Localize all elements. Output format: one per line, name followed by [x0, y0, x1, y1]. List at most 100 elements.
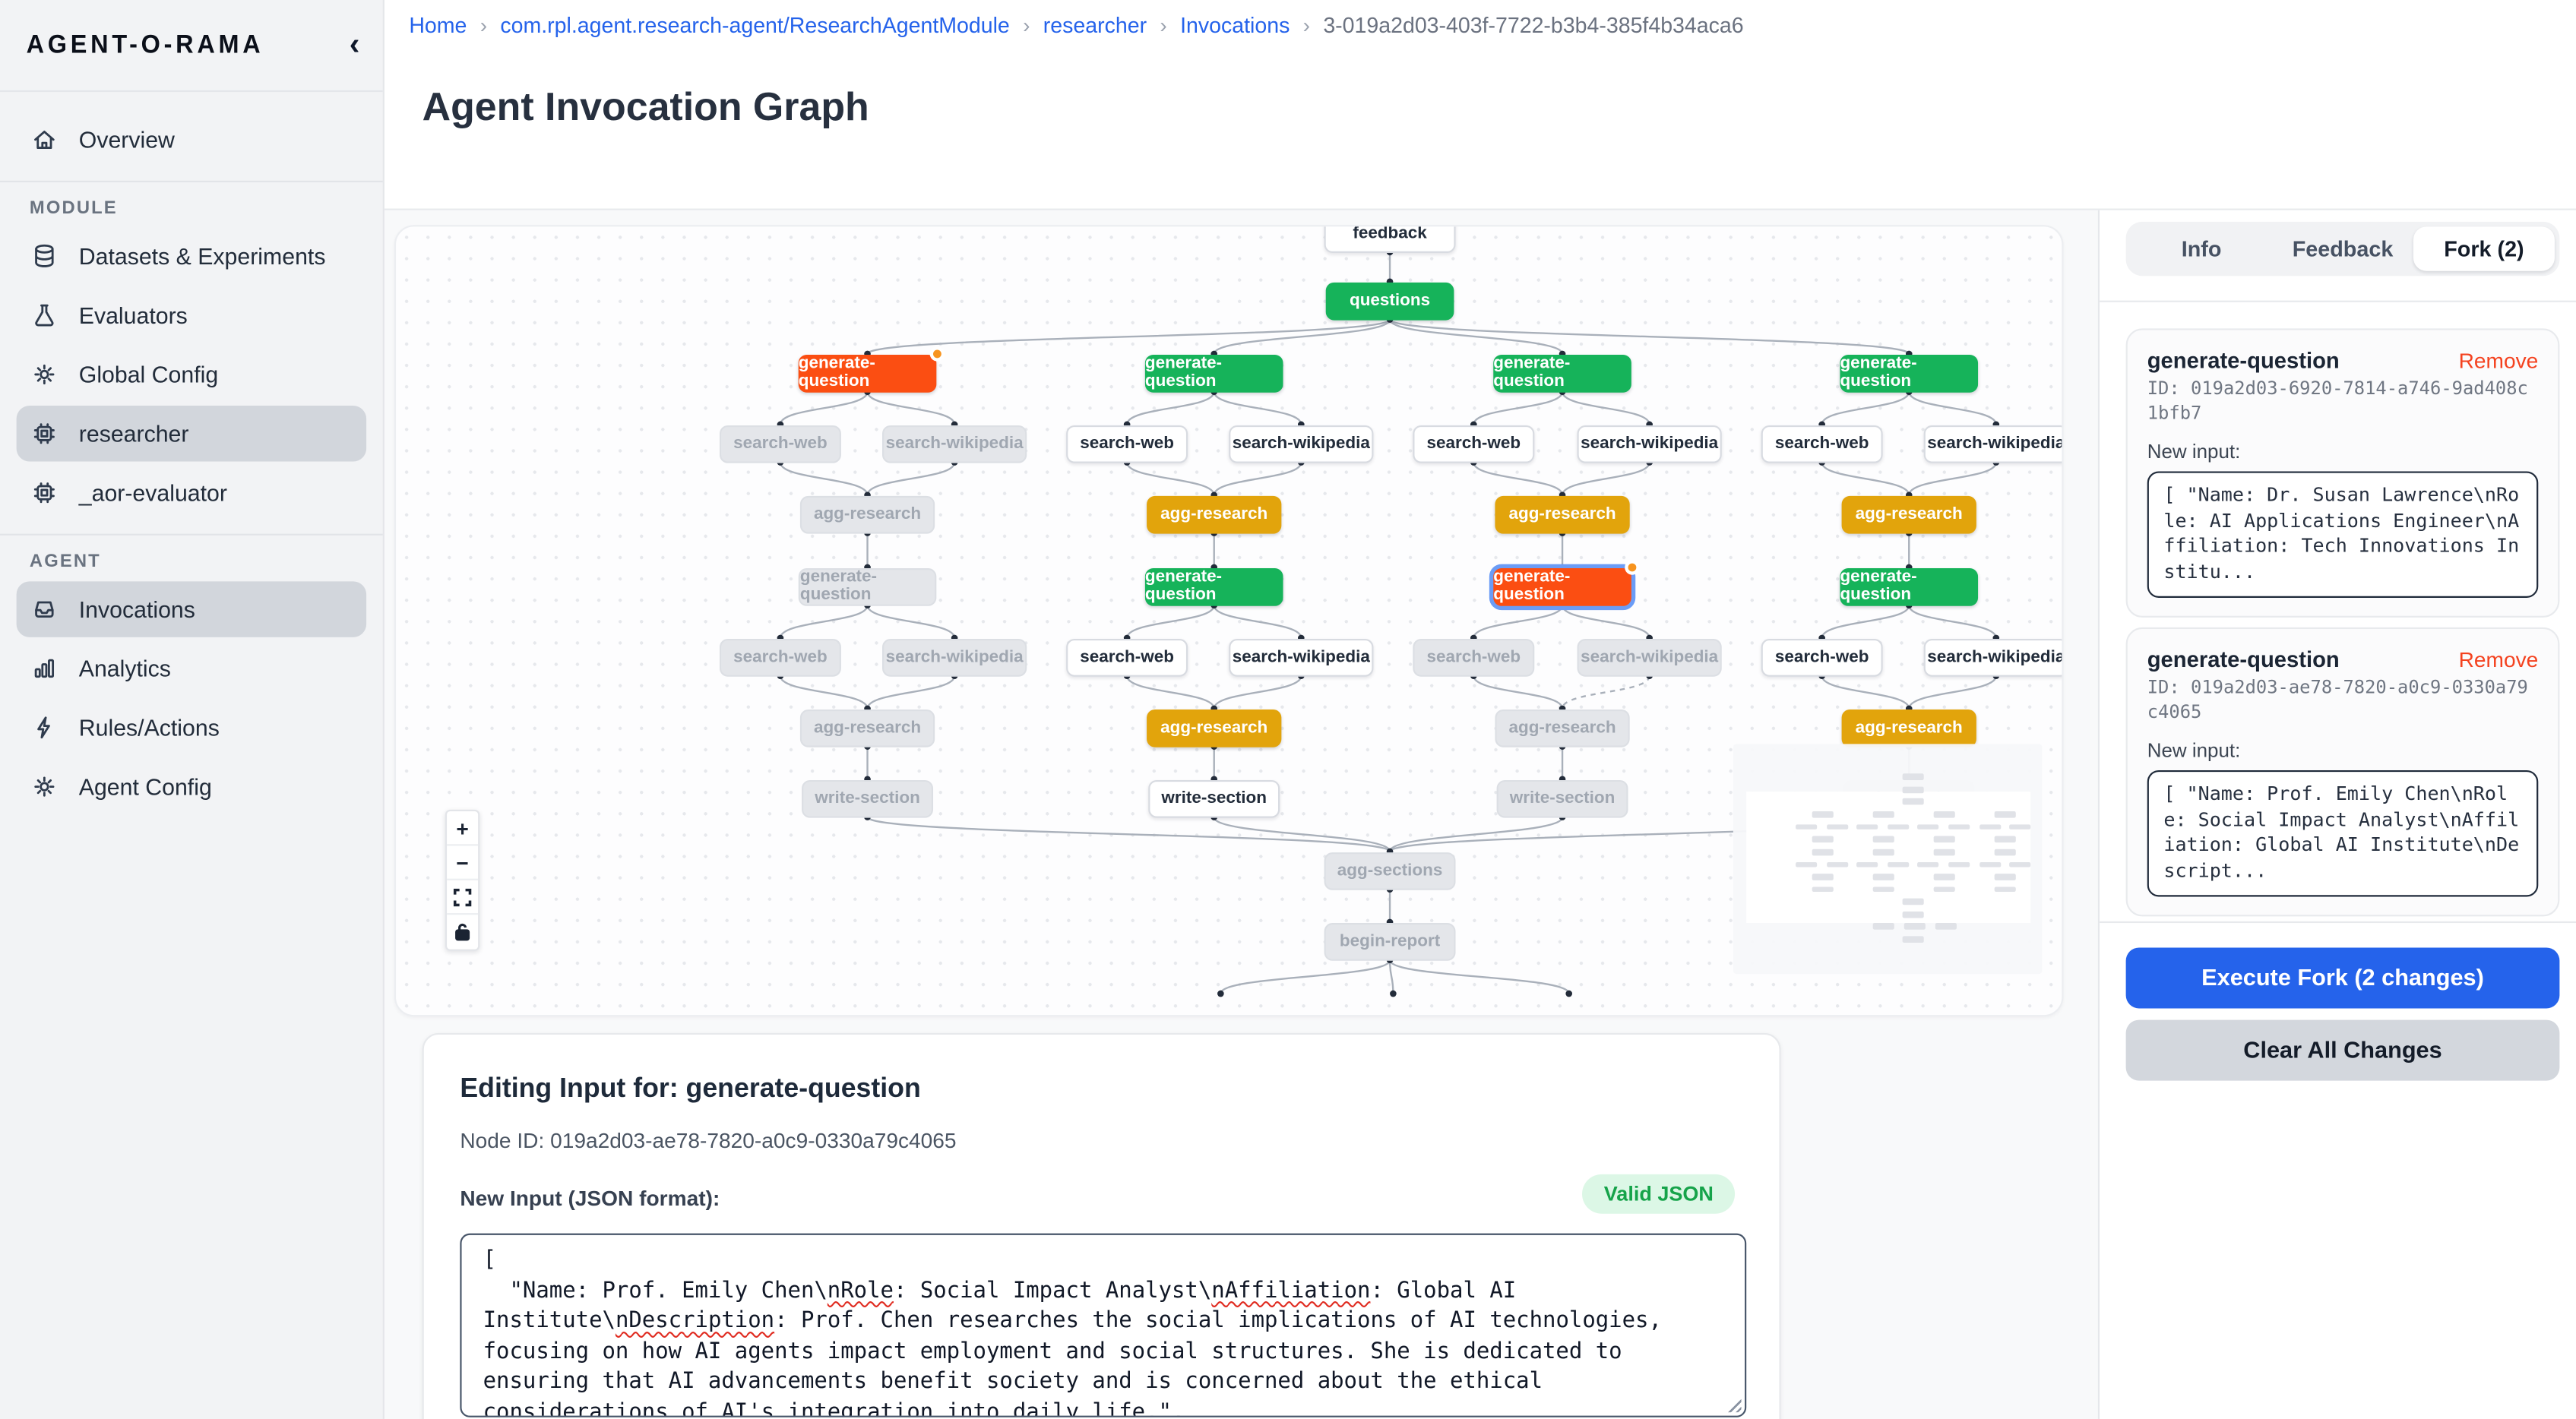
graph-node-search-web[interactable]: search-web [1413, 424, 1535, 463]
minimap-node [1917, 861, 1940, 868]
graph-node-agg-research[interactable]: agg-research [1147, 495, 1282, 533]
minimap-node [1872, 886, 1894, 893]
main-content: feedback questions generate-question genera… [384, 210, 2098, 1419]
graph-node-label: search-wikipedia [1232, 434, 1370, 453]
home-icon [30, 125, 59, 154]
graph-node-search-wikipedia[interactable]: search-wikipedia [1923, 424, 2062, 463]
bolt-icon [30, 713, 59, 742]
graph-node-agg-research[interactable]: agg-research [799, 708, 935, 747]
graph-node-write-section[interactable]: write-section [1496, 779, 1628, 817]
change-input-textarea[interactable]: [ "Name: Prof. Emily Chen\nRole: Social … [2147, 770, 2539, 897]
minimap-node [1796, 861, 1818, 868]
sidebar-item-evaluators[interactable]: Evaluators [17, 287, 367, 343]
chart-icon [30, 653, 59, 683]
graph-node-label: agg-research [1508, 718, 1616, 737]
graph-node-label: search-wikipedia [1581, 647, 1719, 666]
sidebar-item-datasets-experiments[interactable]: Datasets & Experiments [17, 229, 367, 285]
textarea-resize-handle[interactable] [1725, 1395, 1742, 1413]
sidebar-item-analytics[interactable]: Analytics [17, 640, 367, 697]
sidebar-collapse-icon[interactable]: ‹ [349, 27, 360, 63]
sidebar-item-aor-evaluator[interactable]: _aor-evaluator [17, 465, 367, 521]
graph-node-label: generate-question [799, 568, 878, 605]
sidebar-item-global-config[interactable]: Global Config [17, 346, 367, 403]
graph-node-search-wikipedia[interactable]: search-wikipedia [881, 637, 1027, 676]
execute-fork-button[interactable]: Execute Fork (2 changes) [2125, 947, 2560, 1009]
sidebar-item-rules-actions[interactable]: Rules/Actions [17, 700, 367, 756]
zoom-in-button[interactable]: + [447, 811, 479, 846]
graph-node-write-section[interactable]: write-section [1148, 779, 1280, 817]
breadcrumb-link[interactable]: researcher [1043, 13, 1147, 38]
minimap-node [1826, 861, 1848, 868]
graph-minimap[interactable] [1733, 744, 2043, 975]
graph-node-generate-question[interactable]: generate-question [1493, 559, 1640, 605]
graph-node-search-wikipedia[interactable]: search-wikipedia [1229, 424, 1374, 463]
edit-input-panel: Editing Input for: generate-question Nod… [422, 1032, 1781, 1419]
graph-node-label: agg-research [1855, 718, 1963, 737]
change-node-id: ID: 019a2d03-ae78-7820-a0c9-0330a79c4065 [2147, 676, 2528, 722]
graph-node-agg-sections[interactable]: agg-sections [1324, 851, 1456, 890]
invocation-graph-canvas[interactable]: feedback questions generate-question genera… [394, 225, 2064, 1017]
tab-info[interactable]: Info [2181, 236, 2222, 261]
breadcrumb-link[interactable]: Invocations [1180, 13, 1290, 38]
graph-node-search-wikipedia[interactable]: search-wikipedia [881, 424, 1027, 463]
sidebar-item-invocations[interactable]: Invocations [16, 581, 367, 637]
zoom-out-button[interactable]: − [447, 845, 479, 880]
sidebar-item-label: researcher [78, 420, 189, 447]
graph-node-agg-research[interactable]: agg-research [1147, 708, 1282, 747]
graph-node-label: feedback [1353, 225, 1427, 242]
graph-node-generate-question[interactable]: generate-question [1493, 353, 1631, 392]
breadcrumb-link[interactable]: com.rpl.agent.research-agent/ResearchAge… [500, 13, 1010, 38]
graph-node-agg-research[interactable]: agg-research [1841, 708, 1976, 747]
graph-node-generate-question[interactable]: generate-question [1840, 567, 1979, 605]
graph-node-feedback[interactable]: feedback [1324, 225, 1456, 252]
breadcrumb-link[interactable]: Home [409, 13, 467, 38]
graph-node-search-web[interactable]: search-web [1761, 637, 1883, 676]
remove-change-link[interactable]: Remove [2458, 646, 2539, 672]
json-input-textarea[interactable]: [ "Name: Prof. Emily Chen\nRole: Social … [460, 1233, 1747, 1417]
graph-node-agg-research[interactable]: agg-research [799, 495, 935, 533]
clear-all-changes-button[interactable]: Clear All Changes [2125, 1019, 2560, 1081]
tab-feedback[interactable]: Feedback [2292, 236, 2394, 261]
change-input-textarea[interactable]: [ "Name: Dr. Susan Lawrence\nRole: AI Ap… [2147, 471, 2539, 598]
graph-node-label: generate-question [1493, 354, 1571, 391]
graph-node-questions[interactable]: questions [1325, 281, 1454, 320]
graph-node-search-web[interactable]: search-web [719, 637, 841, 676]
sidebar-item-researcher[interactable]: researcher [16, 406, 367, 462]
brand-logo: AGENT-O-RAMA [26, 30, 264, 60]
graph-node-agg-research[interactable]: agg-research [1495, 708, 1630, 747]
graph-node-search-wikipedia[interactable]: search-wikipedia [1577, 424, 1722, 463]
graph-node-search-wikipedia[interactable]: search-wikipedia [1577, 637, 1722, 676]
sidebar-item-agent-config[interactable]: Agent Config [17, 759, 367, 815]
graph-node-generate-question[interactable]: generate-question [798, 346, 945, 392]
graph-node-search-web[interactable]: search-web [719, 424, 841, 463]
fit-view-button[interactable] [447, 880, 479, 915]
graph-node-begin-report[interactable]: begin-report [1324, 921, 1456, 960]
graph-node-generate-question[interactable]: generate-question [1144, 567, 1283, 605]
breadcrumb: Home›com.rpl.agent.research-agent/Resear… [409, 13, 1743, 37]
minimap-node [1933, 836, 1955, 843]
tab-fork-2[interactable]: Fork (2) [2413, 226, 2555, 271]
graph-node-generate-question[interactable]: generate-question [1144, 353, 1283, 392]
minimap-node [1811, 874, 1833, 880]
graph-node-search-wikipedia[interactable]: search-wikipedia [1923, 637, 2062, 676]
graph-node-search-web[interactable]: search-web [1066, 637, 1188, 676]
panel-divider [2100, 300, 2576, 302]
graph-node-write-section[interactable]: write-section [802, 779, 934, 817]
graph-node-generate-question[interactable]: generate-question [798, 567, 937, 605]
lock-button[interactable] [447, 915, 478, 949]
graph-node-search-wikipedia[interactable]: search-wikipedia [1229, 637, 1374, 676]
sidebar-item-overview[interactable]: Overview [17, 112, 367, 168]
remove-change-link[interactable]: Remove [2458, 348, 2539, 373]
graph-node-search-web[interactable]: search-web [1066, 424, 1188, 463]
graph-node-generate-question[interactable]: generate-question [1840, 353, 1979, 392]
graph-node-label: search-wikipedia [885, 647, 1024, 666]
graph-node-search-web[interactable]: search-web [1413, 637, 1535, 676]
panel-tabs: Info Feedback Fork (2) [2125, 221, 2560, 277]
graph-node-agg-research[interactable]: agg-research [1841, 495, 1976, 533]
graph-node-label: agg-research [813, 504, 922, 523]
graph-node-agg-research[interactable]: agg-research [1495, 495, 1630, 533]
graph-node-label: agg-research [1160, 718, 1268, 737]
graph-node-search-web[interactable]: search-web [1761, 424, 1883, 463]
